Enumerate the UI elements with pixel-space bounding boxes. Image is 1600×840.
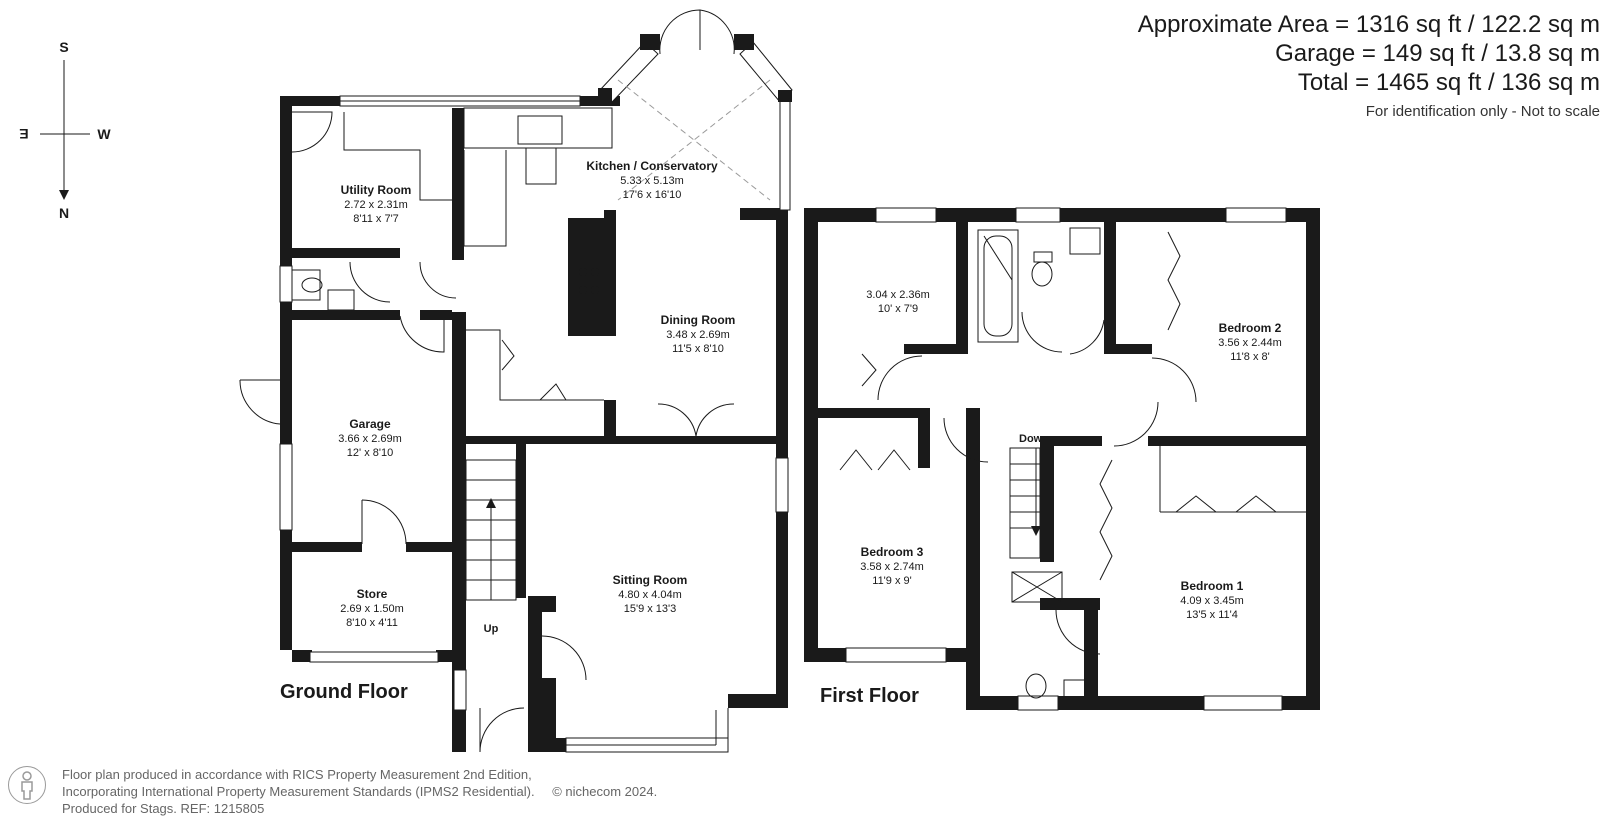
room-dims-metric: 2.72 x 2.31m [344,199,408,211]
room-name: Store [357,587,388,601]
first-floor-label: First Floor [820,685,919,707]
total-area: Total = 1465 sq ft / 136 sq m [1297,69,1600,96]
compass-south: S [59,39,68,55]
room-name: Kitchen / Conservatory [586,159,718,173]
room-bedroom-1: Bedroom 1 4.09 x 3.45m 13'5 x 11'4 [1180,579,1244,621]
room-dims-metric: 3.56 x 2.44m [1218,337,1282,349]
stairs-up-label: Up [484,623,499,635]
room-utility: Utility Room 2.72 x 2.31m 8'11 x 7'7 [341,183,412,225]
room-store: Store 2.69 x 1.50m 8'10 x 4'11 [340,587,404,629]
approximate-area: Approximate Area = 1316 sq ft / 122.2 sq… [1137,11,1600,38]
room-dims-imperial: 11'9 x 9' [872,575,911,587]
first-floor-plan [804,207,1320,711]
room-dims-imperial: 8'10 x 4'11 [346,617,398,629]
room-sitting: Sitting Room 4.80 x 4.04m 15'9 x 13'3 [613,573,688,615]
compass-north: N [59,205,69,221]
area-summary: Approximate Area = 1316 sq ft / 122.2 sq… [1138,10,1600,120]
room-name: Utility Room [341,183,412,197]
footer: Floor plan produced in accordance with R… [8,766,657,817]
ground-floor-label: Ground Floor [280,681,408,703]
room-bedroom-3: Bedroom 3 3.58 x 2.74m 11'9 x 9' [860,545,924,587]
room-first-floor-unnamed: 3.04 x 2.36m 10' x 7'9 [866,289,930,315]
room-bedroom-2: Bedroom 2 3.56 x 2.44m 11'8 x 8' [1218,321,1282,363]
stairs-down-label: Down [1019,433,1049,445]
room-dims-metric: 2.69 x 1.50m [340,603,404,615]
room-dims-imperial: 12' x 8'10 [347,447,393,459]
room-dims-imperial: 17'6 x 16'10 [623,189,682,201]
room-dims-metric: 5.33 x 5.13m [620,175,684,187]
room-dims-imperial: 13'5 x 11'4 [1186,609,1238,621]
ground-stairs [465,459,517,601]
room-name: Bedroom 2 [1219,321,1282,335]
room-kitchen-conservatory: Kitchen / Conservatory 5.33 x 5.13m 17'6… [586,159,718,201]
footer-line-3: Produced for Stags. REF: 1215805 [62,801,265,816]
room-dims-metric: 3.04 x 2.36m [866,289,930,301]
room-dims-metric: 4.09 x 3.45m [1180,595,1244,607]
room-dims-metric: 3.66 x 2.69m [338,433,402,445]
compass: S N E W [19,39,111,221]
room-dims-imperial: 10' x 7'9 [878,303,918,315]
first-stairs [1009,447,1041,559]
footer-text: Floor plan produced in accordance with R… [62,766,657,817]
room-dims-metric: 3.58 x 2.74m [860,561,924,573]
conservatory-bay [598,9,793,211]
room-name: Garage [349,417,391,431]
person-icon [8,766,46,804]
ground-floor-plan [239,9,793,753]
room-dims-imperial: 8'11 x 7'7 [353,213,399,225]
room-dims-metric: 3.48 x 2.69m [666,329,730,341]
footer-line-2: Incorporating International Property Mea… [62,784,535,799]
compass-east: E [19,126,28,142]
room-name: Sitting Room [613,573,688,587]
footer-line-1: Floor plan produced in accordance with R… [62,767,532,782]
room-dims-metric: 4.80 x 4.04m [618,589,682,601]
garage-area: Garage = 149 sq ft / 13.8 sq m [1275,40,1600,67]
room-dims-imperial: 11'8 x 8' [1230,351,1269,363]
scale-note: For identification only - Not to scale [1365,103,1600,120]
room-garage: Garage 3.66 x 2.69m 12' x 8'10 [338,417,402,459]
footer-line-2-wrap: Incorporating International Property Mea… [62,783,657,800]
room-name: Bedroom 3 [861,545,924,559]
footer-copyright: © nichecom 2024. [552,784,658,799]
room-dims-imperial: 11'5 x 8'10 [672,343,724,355]
room-name: Dining Room [661,313,736,327]
room-dims-imperial: 15'9 x 13'3 [624,603,677,615]
room-name: Bedroom 1 [1181,579,1244,593]
room-dining: Dining Room 3.48 x 2.69m 11'5 x 8'10 [661,313,736,355]
compass-west: W [97,126,111,142]
